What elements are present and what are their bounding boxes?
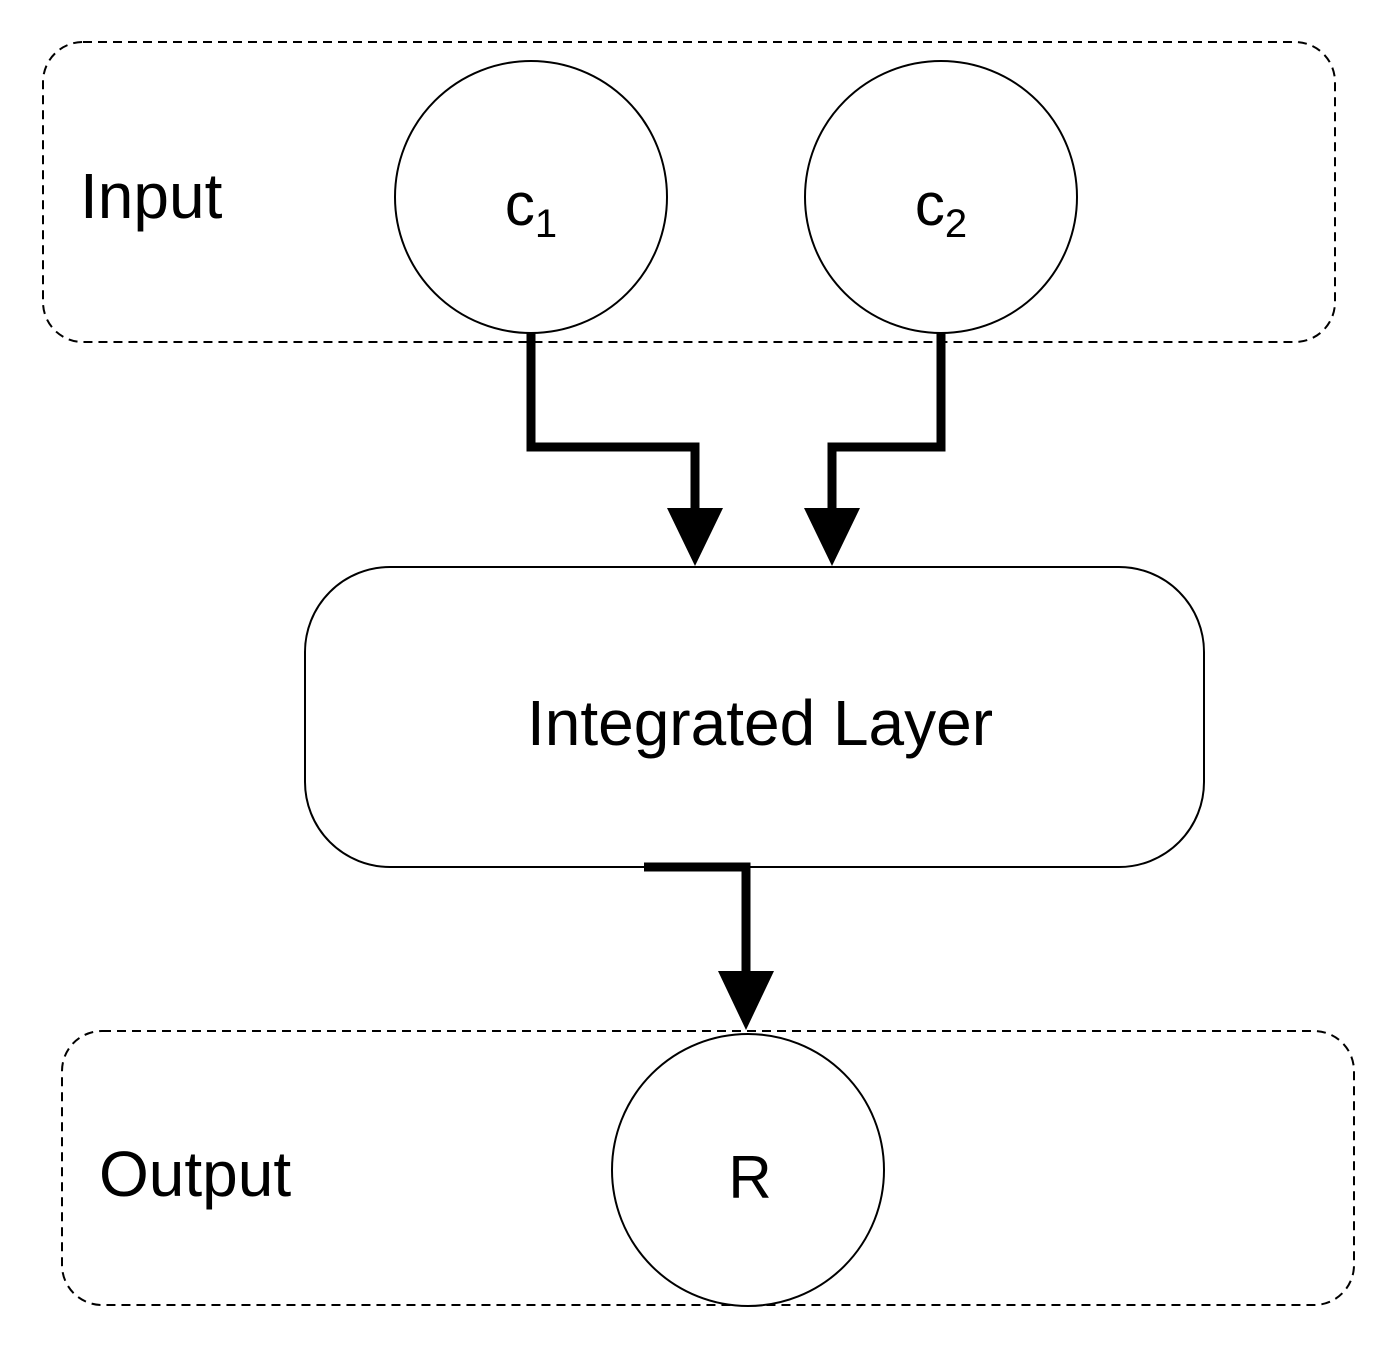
node-c1-subscript: 1 <box>535 202 557 246</box>
node-c1-base: c <box>505 171 535 238</box>
node-c2-subscript: 2 <box>945 202 967 246</box>
arrow-integrated-to-r-head <box>718 971 774 1030</box>
output-group-label: Output <box>99 1138 291 1210</box>
input-group-label: Input <box>80 160 223 232</box>
output-group-box <box>61 1030 1355 1306</box>
integrated-layer-box <box>304 566 1205 868</box>
node-r <box>611 1033 885 1307</box>
node-c2-label: c2 <box>915 171 967 246</box>
arrow-c2-to-integrated-line <box>827 333 946 512</box>
node-c1-label: c1 <box>505 171 557 246</box>
node-c2-base: c <box>915 171 945 238</box>
input-group-box <box>42 41 1336 343</box>
integrated-layer-label: Integrated Layer <box>527 687 993 759</box>
node-r-label: R <box>728 1144 771 1211</box>
arrow-c1-to-integrated-line <box>526 333 700 512</box>
arrow-c1-to-integrated-head <box>667 508 723 566</box>
arrow-c2-to-integrated-head <box>804 508 860 566</box>
arrow-integrated-to-r-line <box>644 862 751 975</box>
